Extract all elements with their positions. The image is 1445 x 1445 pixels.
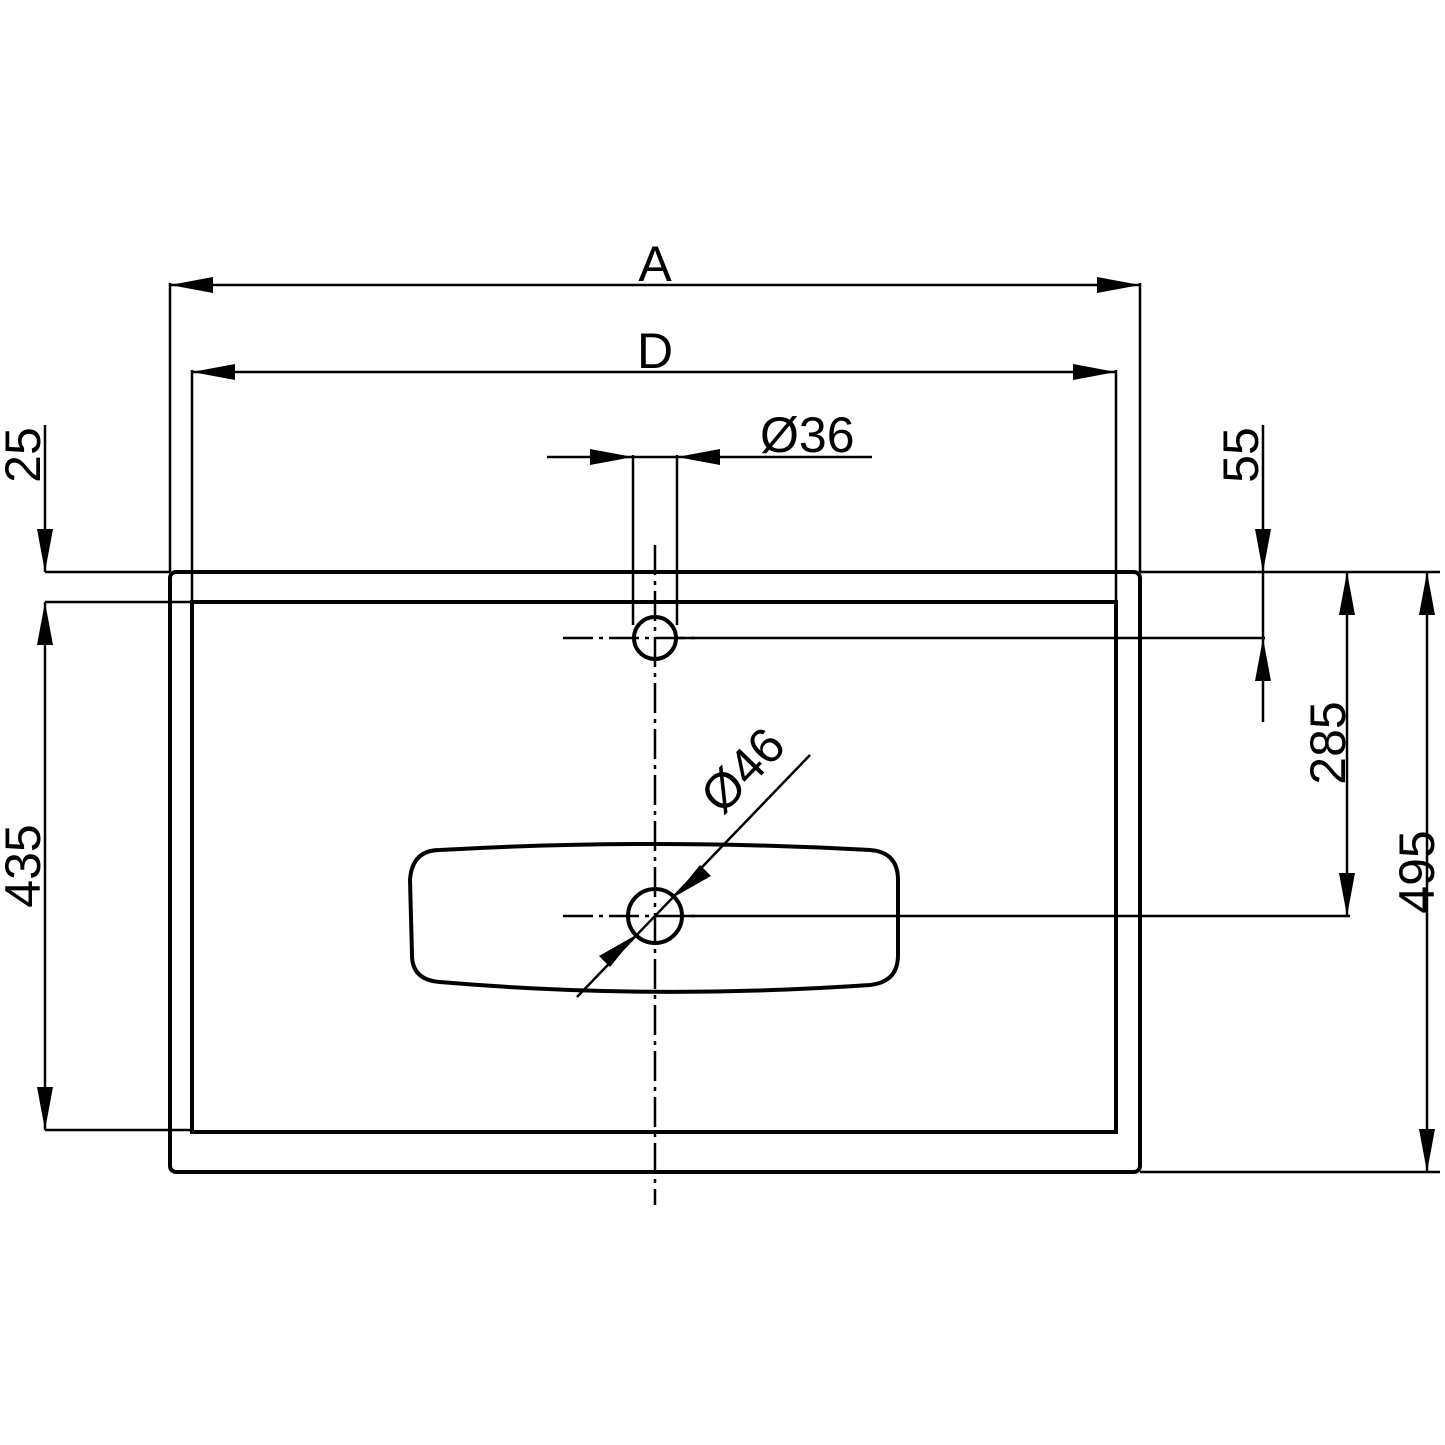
arrow-d46-upper xyxy=(674,865,711,897)
label-tap-hole-offset: 55 xyxy=(1213,427,1269,483)
arrow-a-right xyxy=(1097,277,1140,293)
label-drain-offset: 285 xyxy=(1300,701,1356,784)
arrow-495-top xyxy=(1419,572,1435,615)
label-overall-depth: 495 xyxy=(1389,830,1445,913)
arrow-d-left xyxy=(192,364,235,380)
arrow-d36-right xyxy=(677,449,720,465)
extension-lines xyxy=(45,283,1440,1174)
label-tap-hole-diameter: Ø36 xyxy=(760,407,855,463)
arrow-435-bottom xyxy=(37,1087,53,1130)
arrow-285-bottom xyxy=(1339,873,1355,916)
arrow-d46-lower xyxy=(599,935,636,967)
bowl-outline xyxy=(407,842,900,994)
label-overall-width: A xyxy=(638,236,672,292)
dimension-labels: A D Ø36 25 435 55 285 495 Ø46 xyxy=(0,236,1445,914)
arrow-a-left xyxy=(170,277,213,293)
arrowheads xyxy=(37,277,1435,1172)
arrow-55-down xyxy=(1255,529,1271,572)
arrow-285-top xyxy=(1339,572,1355,615)
label-inner-width: D xyxy=(637,323,673,379)
arrow-495-bottom xyxy=(1419,1129,1435,1172)
arrow-25-up xyxy=(37,602,53,645)
arrow-d36-left xyxy=(590,449,633,465)
label-front-rim: 25 xyxy=(0,427,51,483)
label-inner-depth: 435 xyxy=(0,824,51,907)
dimension-lines xyxy=(43,283,1429,1172)
arrow-d-right xyxy=(1073,364,1116,380)
center-lines xyxy=(563,545,700,1205)
arrow-55-up xyxy=(1255,638,1271,681)
label-drain-diameter: Ø46 xyxy=(690,717,796,824)
arrow-25-down xyxy=(37,529,53,572)
